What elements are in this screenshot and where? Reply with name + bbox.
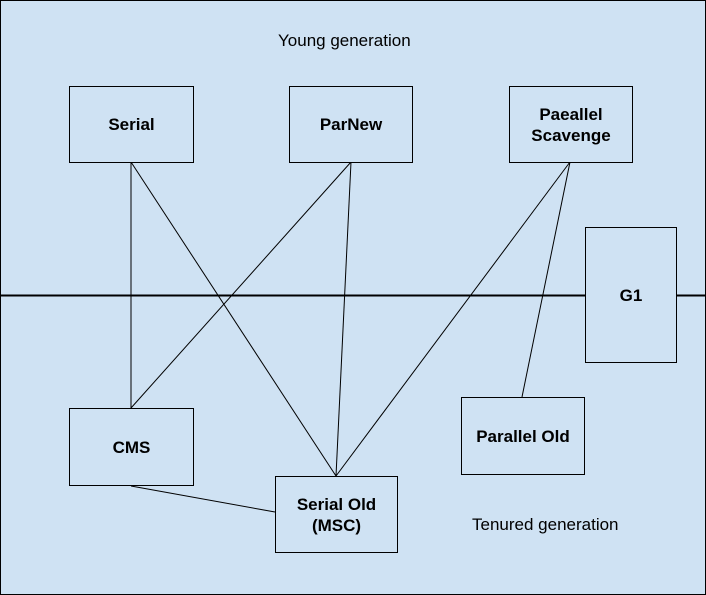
connector-parnew-cms [130, 161, 352, 409]
collector-parallel-old: Parallel Old [461, 397, 585, 475]
tenured-generation-label: Tenured generation [472, 515, 619, 534]
connector-parnew-serial-old [335, 161, 352, 477]
collector-serial-old: Serial Old (MSC) [275, 476, 398, 553]
collector-g1: G1 [585, 227, 677, 363]
connector-parallel-scavenge-serial-old [335, 161, 571, 477]
connector-cms-serial-old [130, 485, 276, 513]
young-generation-label: Young generation [278, 31, 411, 50]
connector-serial-serial-old [130, 161, 337, 477]
collector-parnew: ParNew [289, 86, 413, 163]
connector-parallel-scavenge-parallel-old [521, 161, 571, 398]
collector-cms: CMS [69, 408, 194, 486]
collector-serial: Serial [69, 86, 194, 163]
collector-parallel-scavenge: Paeallel Scavenge [509, 86, 633, 163]
